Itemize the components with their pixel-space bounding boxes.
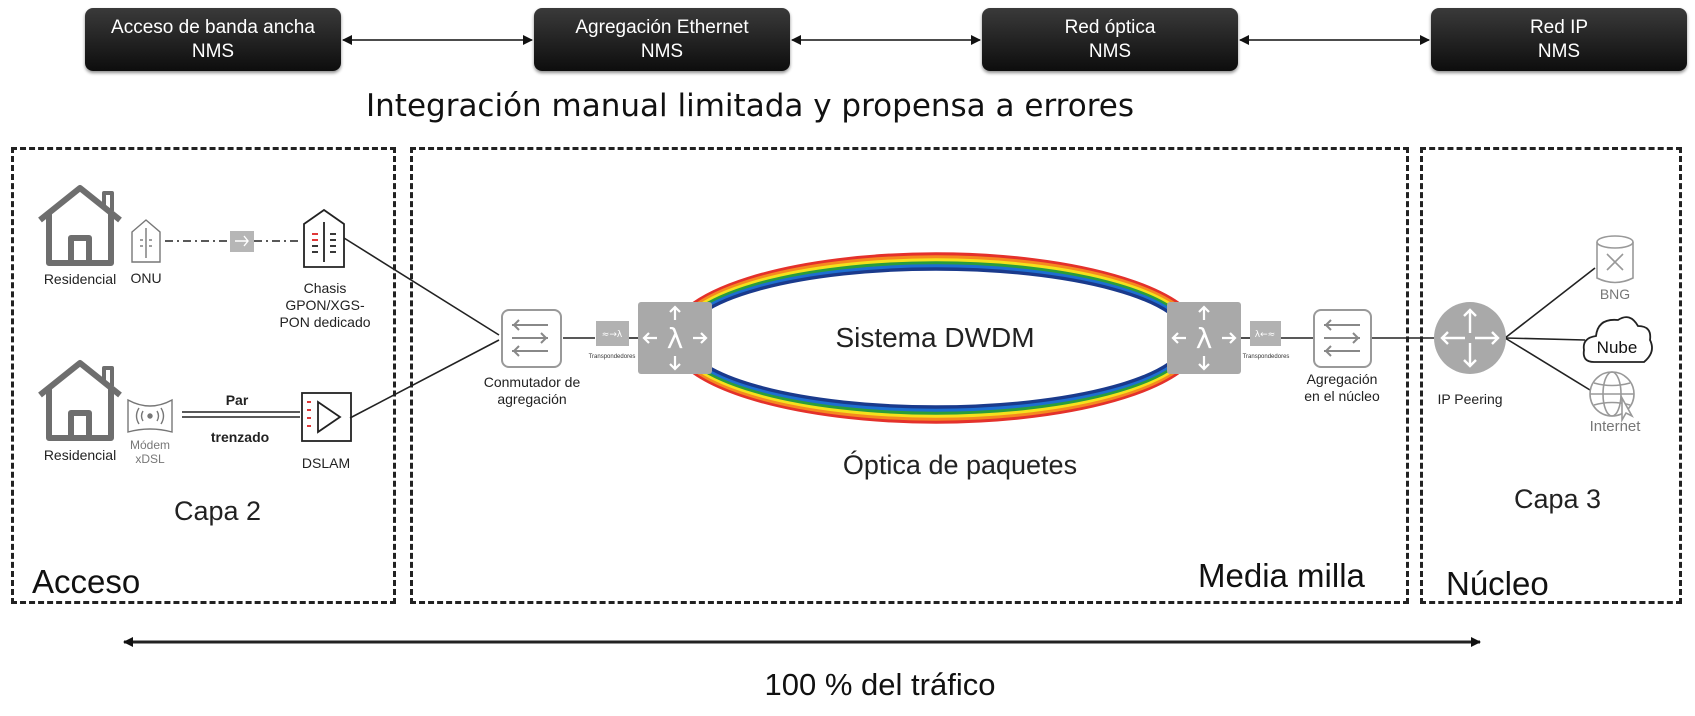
link-lines bbox=[165, 237, 1596, 419]
core-aggregation-label-line1: Agregación bbox=[1306, 371, 1378, 387]
modem-label-line2: xDSL bbox=[135, 452, 165, 466]
svg-text:λ: λ bbox=[1196, 322, 1213, 355]
access-section-title: Acceso bbox=[32, 563, 141, 600]
internet-label: Internet bbox=[1589, 418, 1641, 435]
globe-icon bbox=[1589, 371, 1635, 424]
traffic-label: 100 % del tráfico bbox=[764, 667, 996, 702]
transponders-left-label: Transpondedores bbox=[588, 354, 636, 360]
dwdm-ring-inner bbox=[688, 272, 1184, 404]
nms-box-label: Red IP bbox=[1529, 16, 1589, 38]
middle-mile-section bbox=[410, 147, 1409, 604]
layer2-label: Capa 2 bbox=[174, 496, 262, 526]
modem-label-line1: Módem bbox=[129, 438, 170, 452]
transponder-icon: λ←≈ bbox=[1250, 321, 1281, 346]
cloud-label: Nube bbox=[1596, 338, 1638, 357]
nms-box-ip-network: Red IP NMS bbox=[1431, 8, 1687, 71]
dslam-icon bbox=[301, 392, 352, 442]
dwdm-label: Sistema DWDM bbox=[835, 322, 1035, 353]
twisted-pair-label-line1: Par bbox=[225, 392, 249, 408]
chassis-label-line2: GPON/XGS- bbox=[285, 297, 365, 313]
twisted-pair-label-line2: trenzado bbox=[210, 429, 270, 445]
svg-text:λ: λ bbox=[667, 322, 684, 355]
core-section-title: Núcleo bbox=[1446, 565, 1549, 602]
house-icon bbox=[38, 185, 122, 266]
modem-icon bbox=[127, 398, 173, 433]
onu-label: ONU bbox=[130, 270, 162, 286]
core-aggregation-label: Agregación en el núcleo bbox=[1292, 371, 1392, 405]
access-section bbox=[11, 147, 396, 604]
residential-bottom-label: Residencial bbox=[43, 447, 117, 463]
core-section bbox=[1420, 147, 1682, 604]
layer3-label: Capa 3 bbox=[1514, 484, 1602, 514]
bng-label: BNG bbox=[1599, 286, 1631, 302]
aggregation-switch-label-line1: Conmutador de bbox=[483, 374, 581, 390]
middle-mile-section-title: Media milla bbox=[1198, 557, 1365, 594]
chassis-label: Chasis GPON/XGS- PON dedicado bbox=[267, 280, 383, 331]
roadm-icon: λ bbox=[638, 302, 712, 374]
aggregation-switch-icon bbox=[501, 309, 562, 368]
gpon-chassis-icon bbox=[303, 208, 345, 268]
modem-label: Módem xDSL bbox=[122, 438, 178, 466]
nms-box-label: Acceso de banda ancha bbox=[111, 16, 315, 38]
ip-peering-label: IP Peering bbox=[1437, 391, 1503, 407]
nms-box-sublabel: NMS bbox=[1537, 40, 1581, 62]
core-aggregation-switch-icon bbox=[1313, 309, 1372, 368]
svg-text:λ←≈: λ←≈ bbox=[1255, 330, 1275, 340]
dslam-label: DSLAM bbox=[301, 455, 351, 471]
residential-top-label: Residencial bbox=[43, 271, 117, 287]
house-icon bbox=[38, 360, 122, 441]
transponder-icon: ≈→λ bbox=[596, 321, 629, 346]
router-icon bbox=[1434, 302, 1506, 374]
nms-box-sublabel: NMS bbox=[640, 40, 684, 62]
chassis-label-line3: PON dedicado bbox=[279, 314, 371, 330]
packet-optics-label: Óptica de paquetes bbox=[842, 450, 1078, 480]
nms-box-optical-network: Red óptica NMS bbox=[982, 8, 1238, 71]
cloud-icon bbox=[1582, 316, 1653, 363]
roadm-icon: λ bbox=[1167, 302, 1241, 374]
integration-title: Integración manual limitada y propensa a… bbox=[366, 88, 1134, 124]
nms-box-sublabel: NMS bbox=[191, 40, 235, 62]
chassis-label-line1: Chasis bbox=[303, 280, 347, 296]
nms-box-sublabel: NMS bbox=[1088, 40, 1132, 62]
svg-text:≈→λ: ≈→λ bbox=[602, 330, 623, 340]
core-aggregation-label-line2: en el núcleo bbox=[1304, 388, 1380, 404]
aggregation-switch-label: Conmutador de agregación bbox=[462, 374, 602, 408]
onu-icon bbox=[131, 219, 161, 263]
nms-box-label: Agregación Ethernet bbox=[575, 16, 749, 38]
transponders-right-label: Transpondedores bbox=[1242, 354, 1290, 360]
bng-icon bbox=[1596, 235, 1634, 284]
splitter-icon bbox=[230, 231, 254, 252]
nms-box-ethernet-aggregation: Agregación Ethernet NMS bbox=[534, 8, 790, 71]
nms-box-broadband-access: Acceso de banda ancha NMS bbox=[85, 8, 341, 71]
aggregation-switch-label-line2: agregación bbox=[497, 391, 567, 407]
nms-box-label: Red óptica bbox=[1064, 16, 1156, 38]
